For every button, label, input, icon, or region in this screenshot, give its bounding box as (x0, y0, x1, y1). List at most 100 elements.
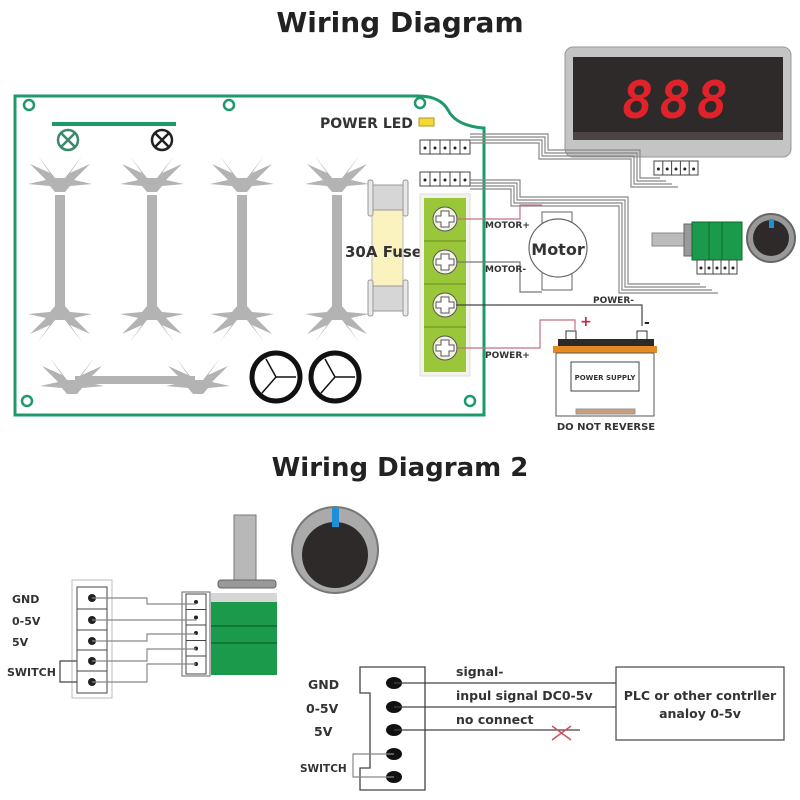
signal-label: no connect (456, 712, 534, 727)
pcb-bar (52, 122, 176, 126)
led-display (564, 46, 792, 158)
motor-label: Motor (531, 240, 585, 259)
plc-controller-box (615, 666, 785, 741)
pot-pin-label: SWITCH (7, 666, 56, 679)
motor-plus-wire (456, 204, 542, 220)
pot-wire (92, 619, 197, 621)
pcb-board: POWER LED 30A Fuse (13, 94, 486, 417)
pot-wire (92, 597, 196, 605)
knob-icon (746, 213, 796, 263)
pot-header-connector (419, 171, 471, 187)
display-header-connector (419, 139, 471, 155)
mount-hole-icon (463, 394, 477, 408)
plc-pin-label: 0-5V (306, 701, 339, 716)
plc-pin-label: 5V (314, 724, 333, 739)
plc-pin-label: GND (308, 677, 339, 692)
trace-star-icon (166, 358, 230, 394)
plc-box-line2: analoy 0-5v (659, 706, 741, 721)
do-not-reverse-label: DO NOT REVERSE (557, 422, 655, 433)
trace-bar (147, 195, 157, 310)
diagram2-title: Wiring Diagram 2 (272, 453, 529, 483)
pot-pin-label: 0-5V (12, 615, 41, 628)
lamp-icon (150, 128, 174, 152)
potentiometer-vertical-icon (181, 514, 277, 677)
pin-dot (463, 178, 467, 182)
pot-wire (92, 663, 196, 683)
power-plus-label: POWER+ (485, 351, 530, 361)
plc-box-line1: PLC or other contrller (624, 688, 777, 703)
pin-dot (656, 167, 660, 171)
power-supply-label: POWER SUPPLY (575, 374, 637, 382)
pin-dot (731, 266, 735, 270)
pin-dot (194, 615, 198, 620)
trace-star-icon (28, 156, 92, 192)
trace-star-icon (120, 156, 184, 192)
fuse-label: 30A Fuse (345, 243, 422, 261)
trace-star-icon (120, 306, 184, 342)
pin-dot (443, 178, 447, 182)
pot-wire (92, 633, 196, 642)
pin-dot (433, 146, 437, 150)
mount-hole-icon (222, 98, 236, 112)
power-minus-wire (456, 304, 643, 326)
mosfet-traces (28, 156, 369, 394)
pin-dot (433, 178, 437, 182)
trace-star-icon (210, 156, 274, 192)
pin-dot (453, 146, 457, 150)
pin-dot (699, 266, 703, 270)
pin-dot (423, 178, 427, 182)
trace-bar (332, 195, 342, 310)
pin-dot (723, 266, 727, 270)
signal-label: signal- (456, 664, 503, 679)
fuse-icon (367, 179, 409, 317)
pot-pin-label: 5V (12, 636, 29, 649)
trace-star-icon (40, 358, 104, 394)
capacitor-icon (249, 350, 303, 404)
motor-plus-label: MOTOR+ (485, 221, 530, 231)
trace-bar (75, 376, 195, 384)
trace-star-icon (210, 306, 274, 342)
no-connect-x-icon (551, 725, 572, 741)
plc-pin-label: SWITCH (300, 763, 347, 775)
trace-star-icon (305, 156, 369, 192)
mount-hole-icon (20, 394, 34, 408)
terminal-screw-icon (432, 206, 458, 232)
mount-hole-icon (413, 96, 427, 110)
battery-minus-sign: - (644, 315, 650, 331)
terminal-screw-icon (432, 335, 458, 361)
pot-wire (92, 648, 196, 662)
pot-wire-bundle (470, 179, 718, 294)
motor-minus-wire (456, 261, 542, 293)
motor-minus-label: MOTOR- (485, 265, 526, 275)
display-pin-connector (653, 160, 699, 176)
signal-label: inpul signal DC0-5v (456, 688, 593, 703)
terminal-screw-icon (432, 249, 458, 275)
lamp-icon (56, 128, 80, 152)
pot-pin-label: GND (12, 593, 39, 606)
switch-bridge-wire (352, 753, 394, 778)
diagram-title: Wiring Diagram (276, 6, 523, 39)
pin-dot (453, 178, 457, 182)
capacitor-icon (308, 350, 362, 404)
pin-dot (463, 146, 467, 150)
mount-hole-icon (22, 98, 36, 112)
pin-dot (683, 167, 687, 171)
power-led-indicator (418, 117, 435, 127)
trace-bar (237, 195, 247, 310)
pin-dot (423, 146, 427, 150)
pin-dot (194, 600, 198, 604)
knob-large-icon (291, 506, 379, 594)
power-plus-wire (456, 319, 576, 349)
trace-star-icon (305, 306, 369, 342)
display-wire-bundle (470, 133, 678, 188)
pin-dot (692, 167, 696, 171)
pin-dot (715, 266, 719, 270)
battery-plus-sign: + (580, 314, 592, 330)
pin-dot (443, 146, 447, 150)
trace-star-icon (28, 306, 92, 342)
pin-dot (707, 266, 711, 270)
pin-dot (665, 167, 669, 171)
power-minus-label: POWER- (593, 296, 634, 306)
pin-dot (674, 167, 678, 171)
